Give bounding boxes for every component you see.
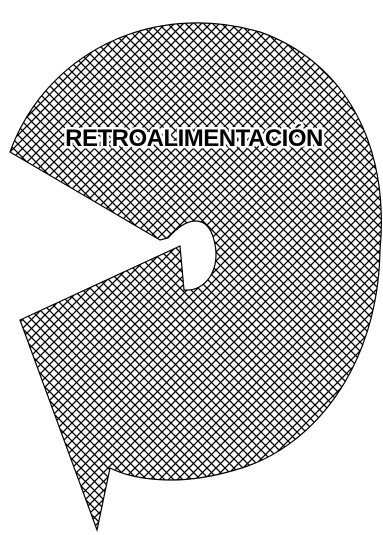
diagram-label: RETROALIMENTACIÓN [65, 124, 323, 152]
feedback-arrow-shape [9, 22, 382, 533]
diagram-label-halo: RETROALIMENTACIÓN [65, 124, 323, 152]
